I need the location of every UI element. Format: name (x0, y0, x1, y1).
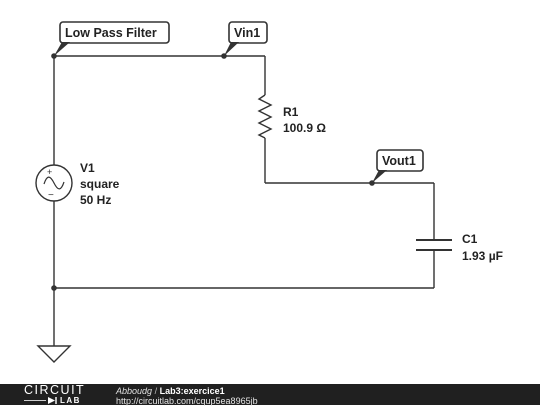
circuit-schematic: + − Low Pass Filter Vin1 Vout1 R1 100.9 … (35, 21, 503, 363)
logo-text-circuit: CIRCUIT (24, 383, 86, 397)
footer-bar: CIRCUIT LAB Abboudg / Lab3:exercice1 htt… (0, 384, 540, 406)
author-link[interactable]: Abboudg (116, 386, 153, 396)
diode-icon (48, 397, 57, 404)
svg-text:−: − (48, 190, 54, 201)
node-flag-vin[interactable]: Vin1 (224, 21, 268, 56)
r1-value: 100.9 Ω (283, 121, 326, 135)
node-label-low-pass: Low Pass Filter (65, 26, 157, 40)
c1-name: C1 (462, 232, 478, 246)
v1-frequency: 50 Hz (80, 193, 111, 207)
node-ground (51, 285, 57, 291)
node-flag-vout[interactable]: Vout1 (372, 149, 424, 183)
v1-type: square (80, 177, 120, 191)
node-label-vin: Vin1 (234, 26, 260, 40)
ground-icon (36, 345, 72, 363)
circuit-url[interactable]: http://circuitlab.com/cqup5ea8965jb (116, 396, 258, 406)
v1-name: V1 (80, 161, 95, 175)
breadcrumb-separator: / (154, 386, 158, 396)
logo-text-lab: LAB (60, 396, 81, 405)
circuitlab-logo[interactable]: CIRCUIT LAB (24, 384, 98, 405)
node-flag-low-pass[interactable]: Low Pass Filter (54, 21, 170, 56)
circuit-info: Abboudg / Lab3:exercice1 (116, 386, 225, 396)
circuit-title[interactable]: Lab3:exercice1 (159, 386, 225, 396)
node-label-vout: Vout1 (382, 154, 416, 168)
r1-name: R1 (283, 105, 299, 119)
resistor-r1 (257, 94, 273, 139)
logo-rule (24, 400, 46, 401)
c1-value: 1.93 µF (462, 249, 503, 263)
voltage-source-v1: + − (35, 164, 73, 202)
svg-text:+: + (47, 167, 52, 177)
